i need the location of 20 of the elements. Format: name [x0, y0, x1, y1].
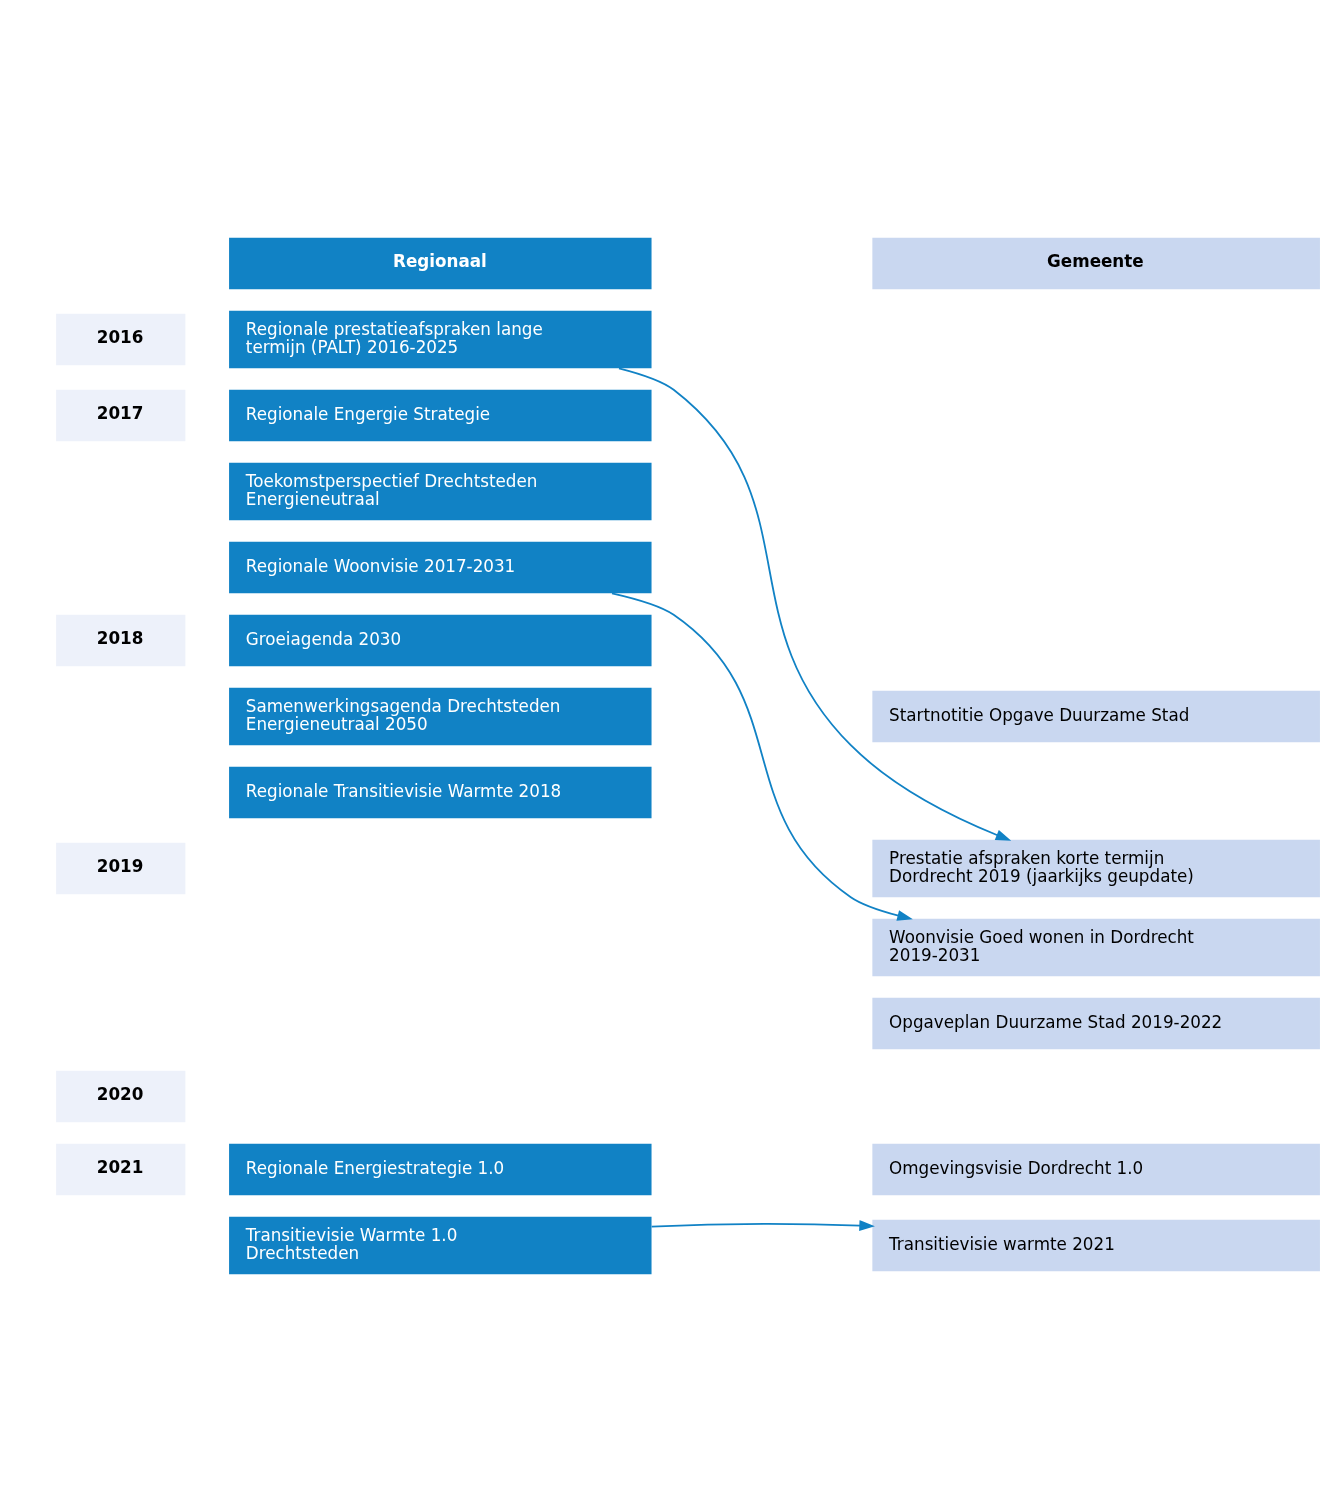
node-box: Prestatie afspraken korte termijn Dordrecht 2019 (jaarkijks geupdate): [872, 839, 1320, 897]
node-box: Gemeente: [872, 237, 1320, 289]
node-box: Regionaal: [229, 237, 652, 289]
node-box: Woonvisie Goed wonen in Dordrecht 2019-2031: [872, 918, 1320, 976]
arrow: [650, 1219, 875, 1231]
node-box: Toekomstperspectief Drechtsteden Energieneutraal: [229, 462, 652, 520]
node-box: Groeiagenda 2030: [229, 614, 652, 666]
arrow: [618, 366, 1012, 841]
node-box: Regionale Engergie Strategie: [229, 389, 652, 441]
node-box: Omgevingsvisie Dordrecht 1.0: [872, 1143, 1320, 1195]
node-box: Transitievisie Warmte 1.0 Drechtsteden: [229, 1216, 652, 1274]
node-box: Transitievisie warmte 2021: [872, 1219, 1320, 1271]
arrow: [611, 591, 913, 921]
node-box: Regionale prestatieafspraken lange termijn (PALT) 2016-2025: [229, 310, 652, 368]
node-box: Regionale Woonvisie 2017-2031: [229, 541, 652, 593]
node-box: Regionale Transitievisie Warmte 2018: [229, 766, 652, 818]
node-box: Opgaveplan Duurzame Stad 2019-2022: [872, 997, 1320, 1049]
node-box: Regionale Energiestrategie 1.0: [229, 1143, 652, 1195]
node-box: Samenwerkingsagenda Drechtsteden Energieneutraal 2050: [229, 687, 652, 745]
node-box: Startnotitie Opgave Duurzame Stad: [872, 690, 1320, 742]
